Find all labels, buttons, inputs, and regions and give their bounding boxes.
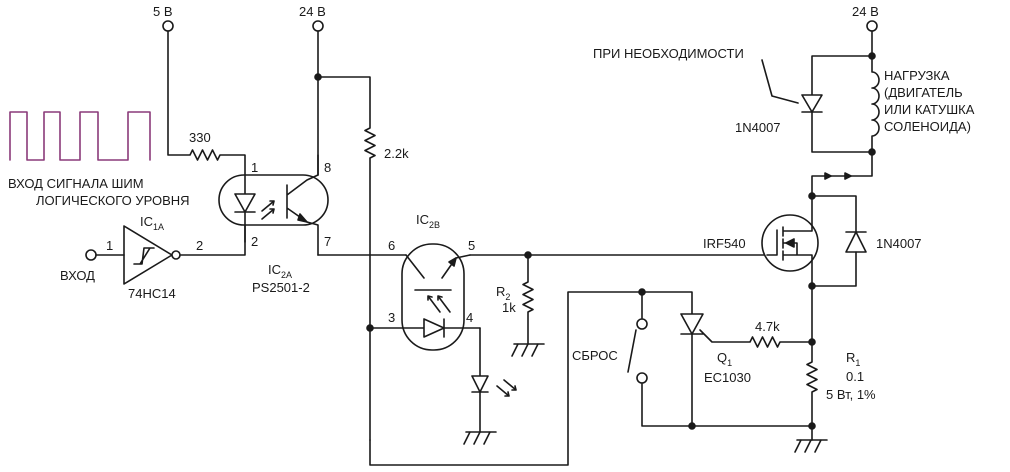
- pin-ic2b-6: 6: [388, 238, 395, 253]
- label-r2: R2: [496, 284, 510, 302]
- pin-ic1-in: 1: [106, 238, 113, 253]
- ic2a-light-arrows: [261, 200, 275, 220]
- ground-symbol-led: [463, 431, 497, 445]
- label-load-line2: (ДВИГАТЕЛЬ: [884, 85, 963, 100]
- junction-dot: [868, 52, 876, 60]
- pin-ic2a-7: 7: [324, 234, 331, 249]
- label-diode-mosfet: 1N4007: [876, 236, 922, 251]
- thyristor-q1: [641, 291, 813, 427]
- label-load-line1: НАГРУЗКА: [884, 68, 950, 83]
- supply-24v-right-terminal: [866, 20, 878, 32]
- wire-5v: [167, 30, 246, 176]
- flow-arrows: [824, 172, 852, 180]
- label-q1-part: EC1030: [704, 370, 751, 385]
- resistor-r2: [522, 254, 534, 345]
- label-load-line3: ИЛИ КАТУШКА: [884, 102, 975, 117]
- indicator-led: [471, 327, 489, 433]
- reset-lever: [627, 329, 637, 373]
- label-q1: Q1: [717, 350, 732, 368]
- label-r2-value: 1k: [502, 300, 516, 315]
- label-r1-rating: 5 Вт, 1%: [826, 387, 876, 402]
- ground-symbol-r1: [794, 439, 828, 453]
- junction-dot: [366, 324, 374, 332]
- junction-dot: [688, 422, 696, 430]
- junction-dot: [808, 338, 816, 346]
- label-r1-value: 0.1: [846, 369, 864, 384]
- label-5v: 5 В: [153, 4, 173, 19]
- callout-line: [761, 59, 799, 104]
- wire-input: [95, 224, 246, 256]
- pin-ic2a-8: 8: [324, 160, 331, 175]
- label-r47k: 4.7k: [755, 319, 780, 334]
- label-ic2a-part: PS2501-2: [252, 280, 310, 295]
- label-pwm-line1: ВХОД СИГНАЛА ШИМ: [8, 176, 144, 191]
- diode-mosfet: [845, 231, 867, 253]
- supply-24v-left-terminal: [312, 20, 324, 32]
- junction-dot: [808, 422, 816, 430]
- label-r1: R1: [846, 350, 860, 368]
- wire-source: [806, 285, 818, 441]
- supply-5v-terminal: [162, 20, 174, 32]
- label-mosfet: IRF540: [703, 236, 746, 251]
- junction-dot: [868, 148, 876, 156]
- ic2b-diode: [369, 318, 481, 338]
- ic2a-body: [218, 174, 329, 226]
- ic2b-light-arrows: [427, 295, 451, 313]
- mosfet-arrow: [785, 238, 795, 248]
- pin-ic1-out: 2: [196, 238, 203, 253]
- wire-24v-left: [317, 30, 376, 441]
- ic2a-emitter-arrow: [297, 213, 308, 223]
- pin-ic2b-3: 3: [388, 310, 395, 325]
- label-load-line4: СОЛЕНОИДА): [884, 119, 971, 134]
- reset-contact: [636, 318, 648, 330]
- wire-drain: [811, 154, 873, 287]
- indicator-led-arrows: [496, 379, 517, 397]
- ic1-schmitt-symbol: [133, 247, 155, 265]
- ground-symbol-r2: [511, 343, 545, 357]
- reset-contact: [636, 372, 648, 384]
- label-pwm-line2: ЛОГИЧЕСКОГО УРОВНЯ: [36, 193, 190, 208]
- label-ic2b: IC2B: [416, 212, 440, 230]
- wire-reset-switch: [641, 291, 813, 427]
- label-diode-load: 1N4007: [735, 120, 781, 135]
- label-input: ВХОД: [60, 268, 95, 283]
- ic2b-emitter-arrow: [448, 257, 457, 267]
- label-r330: 330: [189, 130, 211, 145]
- mosfet-symbol: [766, 195, 813, 287]
- label-reset: СБРОС: [572, 348, 618, 363]
- pwm-waveform: [9, 111, 151, 161]
- label-24v-left: 24 В: [299, 4, 326, 19]
- label-ic1: IC1A: [140, 214, 164, 232]
- pin-ic2a-2: 2: [251, 234, 258, 249]
- input-terminal: [85, 249, 97, 261]
- ic2a-led: [234, 174, 256, 243]
- label-ic1-part: 74HC14: [128, 286, 176, 301]
- load-coil: [871, 55, 880, 153]
- label-note-if-needed: ПРИ НЕОБХОДИМОСТИ: [593, 46, 744, 61]
- wire-load: [801, 30, 873, 153]
- label-24v-right: 24 В: [852, 4, 879, 19]
- junction-dot: [808, 192, 816, 200]
- pin-ic2b-5: 5: [468, 238, 475, 253]
- pin-ic2a-1: 1: [251, 160, 258, 175]
- pin-ic2b-4: 4: [466, 310, 473, 325]
- ic1-output-bubble: [171, 250, 181, 260]
- junction-dot: [314, 73, 322, 81]
- label-r22k: 2.2k: [384, 146, 409, 161]
- wire-reset-loop: [369, 291, 643, 466]
- ic1-inverter: [123, 225, 173, 285]
- label-ic2a: IC2A: [268, 262, 292, 280]
